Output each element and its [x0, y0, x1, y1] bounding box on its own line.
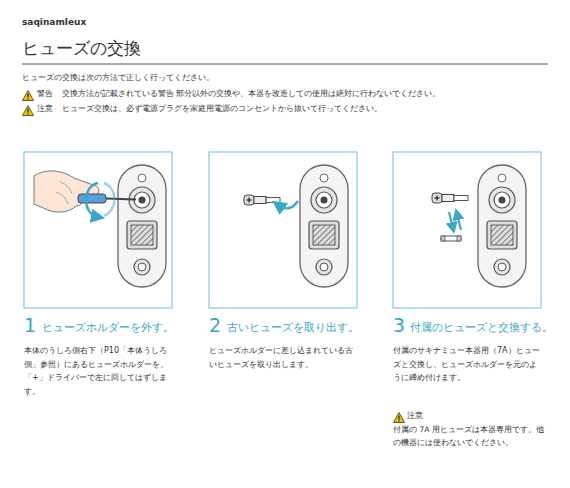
note-text: 付属の 7A 用ヒューズは本器専用です。他の機器には使わないでください。 [393, 424, 545, 450]
step-number: 3 [393, 314, 405, 337]
step-body: 付属のサキナミュー本器用（7A）ヒューズと交換し、ヒューズホルダーを元のように締… [393, 344, 543, 385]
intro-text: ヒューズの交換は次の方法で正しく行ってください。 [22, 72, 214, 84]
step-body: 本体のうしろ側右下（P10「本体うしろ側」参照）にあるヒューズホルダーを、「+」… [24, 344, 172, 398]
step-number: 2 [209, 314, 221, 337]
step-heading: 古いヒューズを取り出す。 [227, 320, 359, 336]
step-heading: 付属のヒューズと交換する。 [410, 320, 553, 336]
page-title: ヒューズの交換 [22, 36, 141, 62]
step-number: 1 [24, 314, 36, 337]
brand-name: saqinamleux [22, 16, 86, 30]
caution-tag: 注意 [407, 410, 423, 421]
warning-text: 交換方法が記載されている警告 部分以外の交換や、本器を改造しての使用は絶対に行わ… [62, 88, 542, 99]
warning-tag: 警告 [37, 88, 53, 99]
caution-text: ヒューズ交換は、必ず電源プラグを家庭用電源のコンセントから抜いて行ってください。 [62, 103, 542, 114]
step-body: ヒューズホルダーに差し込まれている古いヒューズを取り出します。 [209, 344, 357, 371]
caution-tag: 注意 [37, 103, 53, 114]
step-heading: ヒューズホルダーを外す。 [42, 320, 174, 336]
